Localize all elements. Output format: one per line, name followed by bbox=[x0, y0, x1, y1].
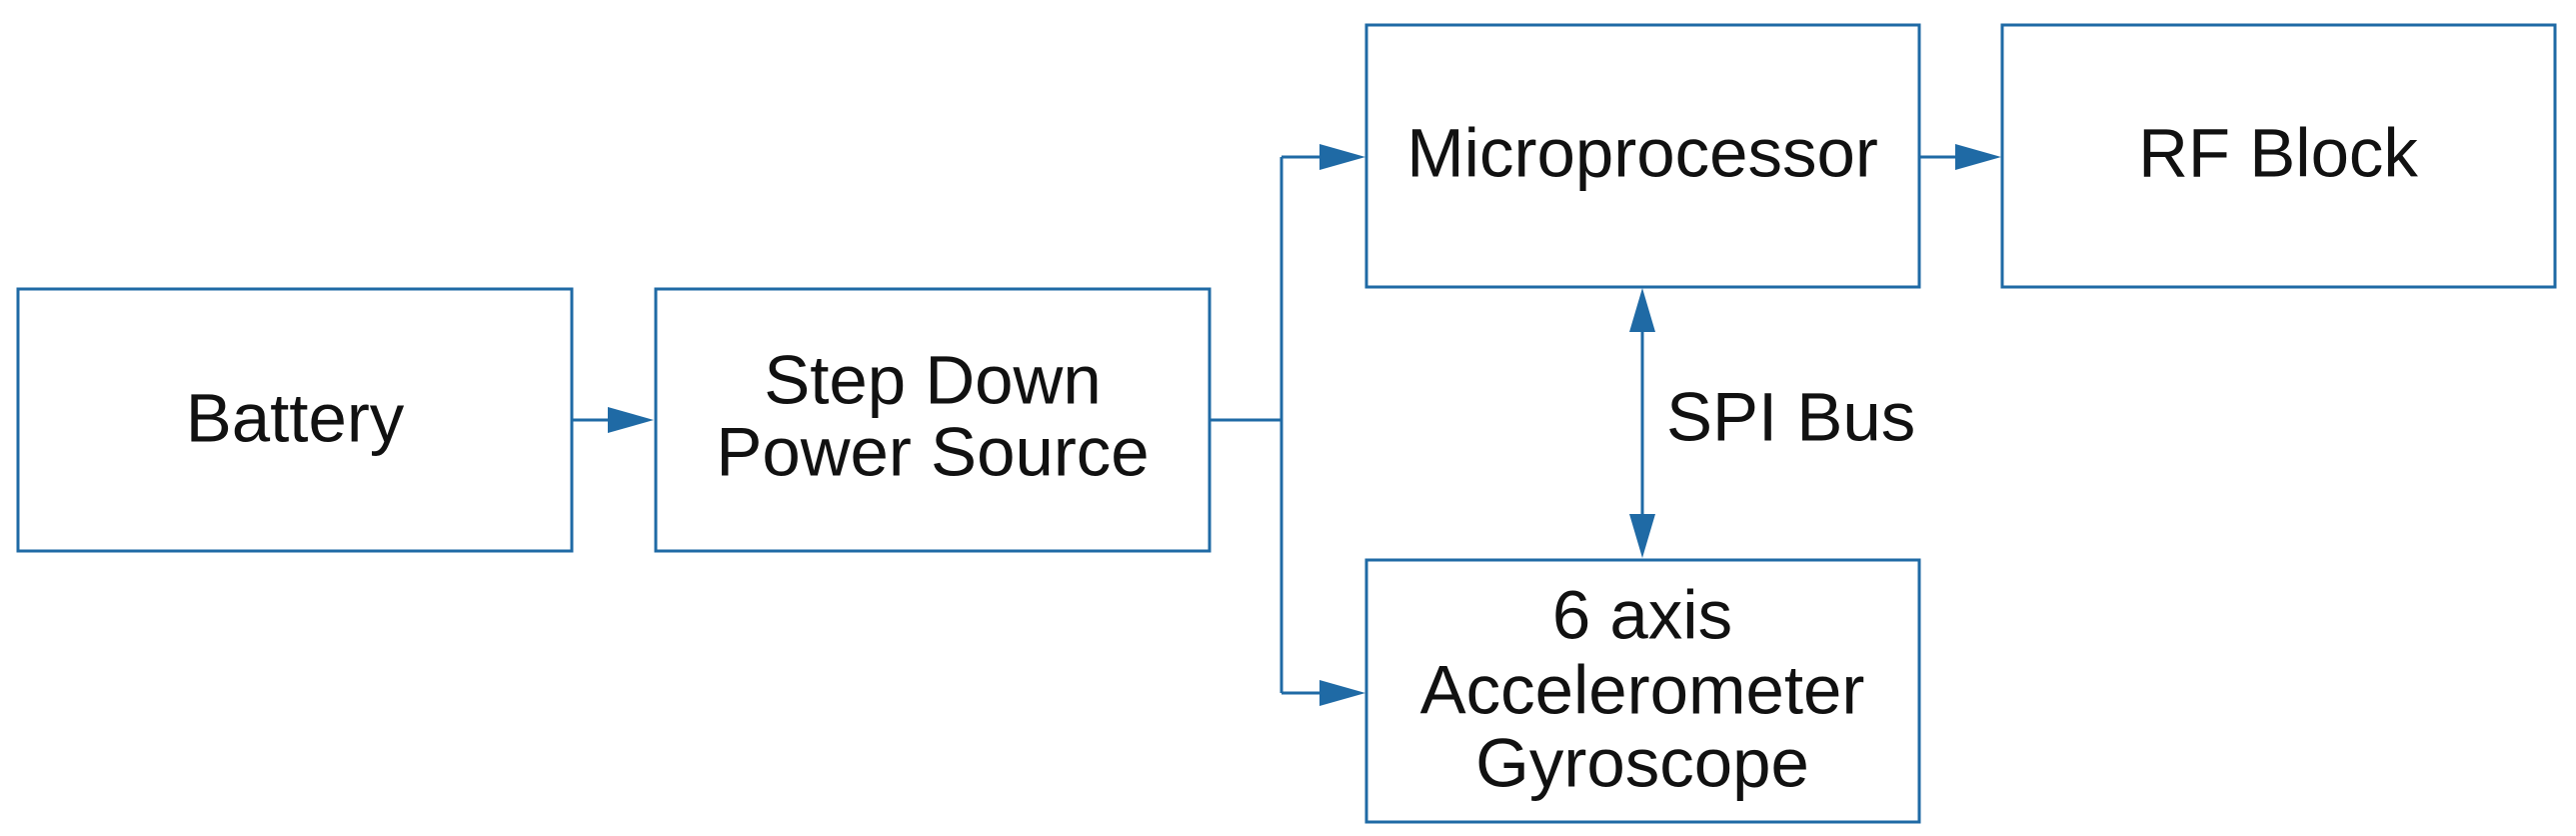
spi-bus-label: SPI Bus bbox=[1666, 379, 1915, 456]
arrowhead-up-icon bbox=[1629, 288, 1655, 332]
arrowhead-down-icon bbox=[1629, 514, 1655, 558]
battery-box bbox=[16, 287, 574, 553]
microprocessor-to-rf-arrow bbox=[1919, 144, 2001, 170]
arrowhead-icon bbox=[1319, 680, 1365, 706]
arrowhead-icon bbox=[1319, 144, 1365, 170]
arrowhead-icon bbox=[1955, 144, 2001, 170]
step-down-power-source-block: Step Down Power Source bbox=[654, 287, 1212, 553]
battery-block: Battery bbox=[16, 287, 574, 553]
imu-label-line-1: 6 axis bbox=[1552, 577, 1732, 654]
step-down-label-line-1: Step Down bbox=[764, 342, 1102, 419]
step-down-label-line-2: Power Source bbox=[716, 414, 1149, 491]
power-distribution-arrows bbox=[1210, 144, 1365, 706]
rf-label: RF Block bbox=[2138, 115, 2418, 192]
imu-box bbox=[1364, 558, 1921, 824]
microprocessor-box bbox=[1364, 23, 1921, 289]
imu-label-line-2: Accelerometer bbox=[1420, 652, 1865, 729]
battery-label: Battery bbox=[186, 380, 405, 457]
battery-to-step-down-arrow bbox=[572, 407, 654, 433]
imu-block: 6 axis Accelerometer Gyroscope bbox=[1364, 558, 1921, 824]
microprocessor-block: Microprocessor bbox=[1364, 23, 1921, 289]
rf-box bbox=[2000, 23, 2557, 289]
imu-label-line-3: Gyroscope bbox=[1475, 725, 1809, 802]
step-down-box bbox=[654, 287, 1212, 553]
microprocessor-label: Microprocessor bbox=[1406, 115, 1878, 192]
spi-bus-connection: SPI Bus bbox=[1629, 288, 1915, 558]
rf-block: RF Block bbox=[2000, 23, 2557, 289]
arrowhead-icon bbox=[608, 407, 654, 433]
